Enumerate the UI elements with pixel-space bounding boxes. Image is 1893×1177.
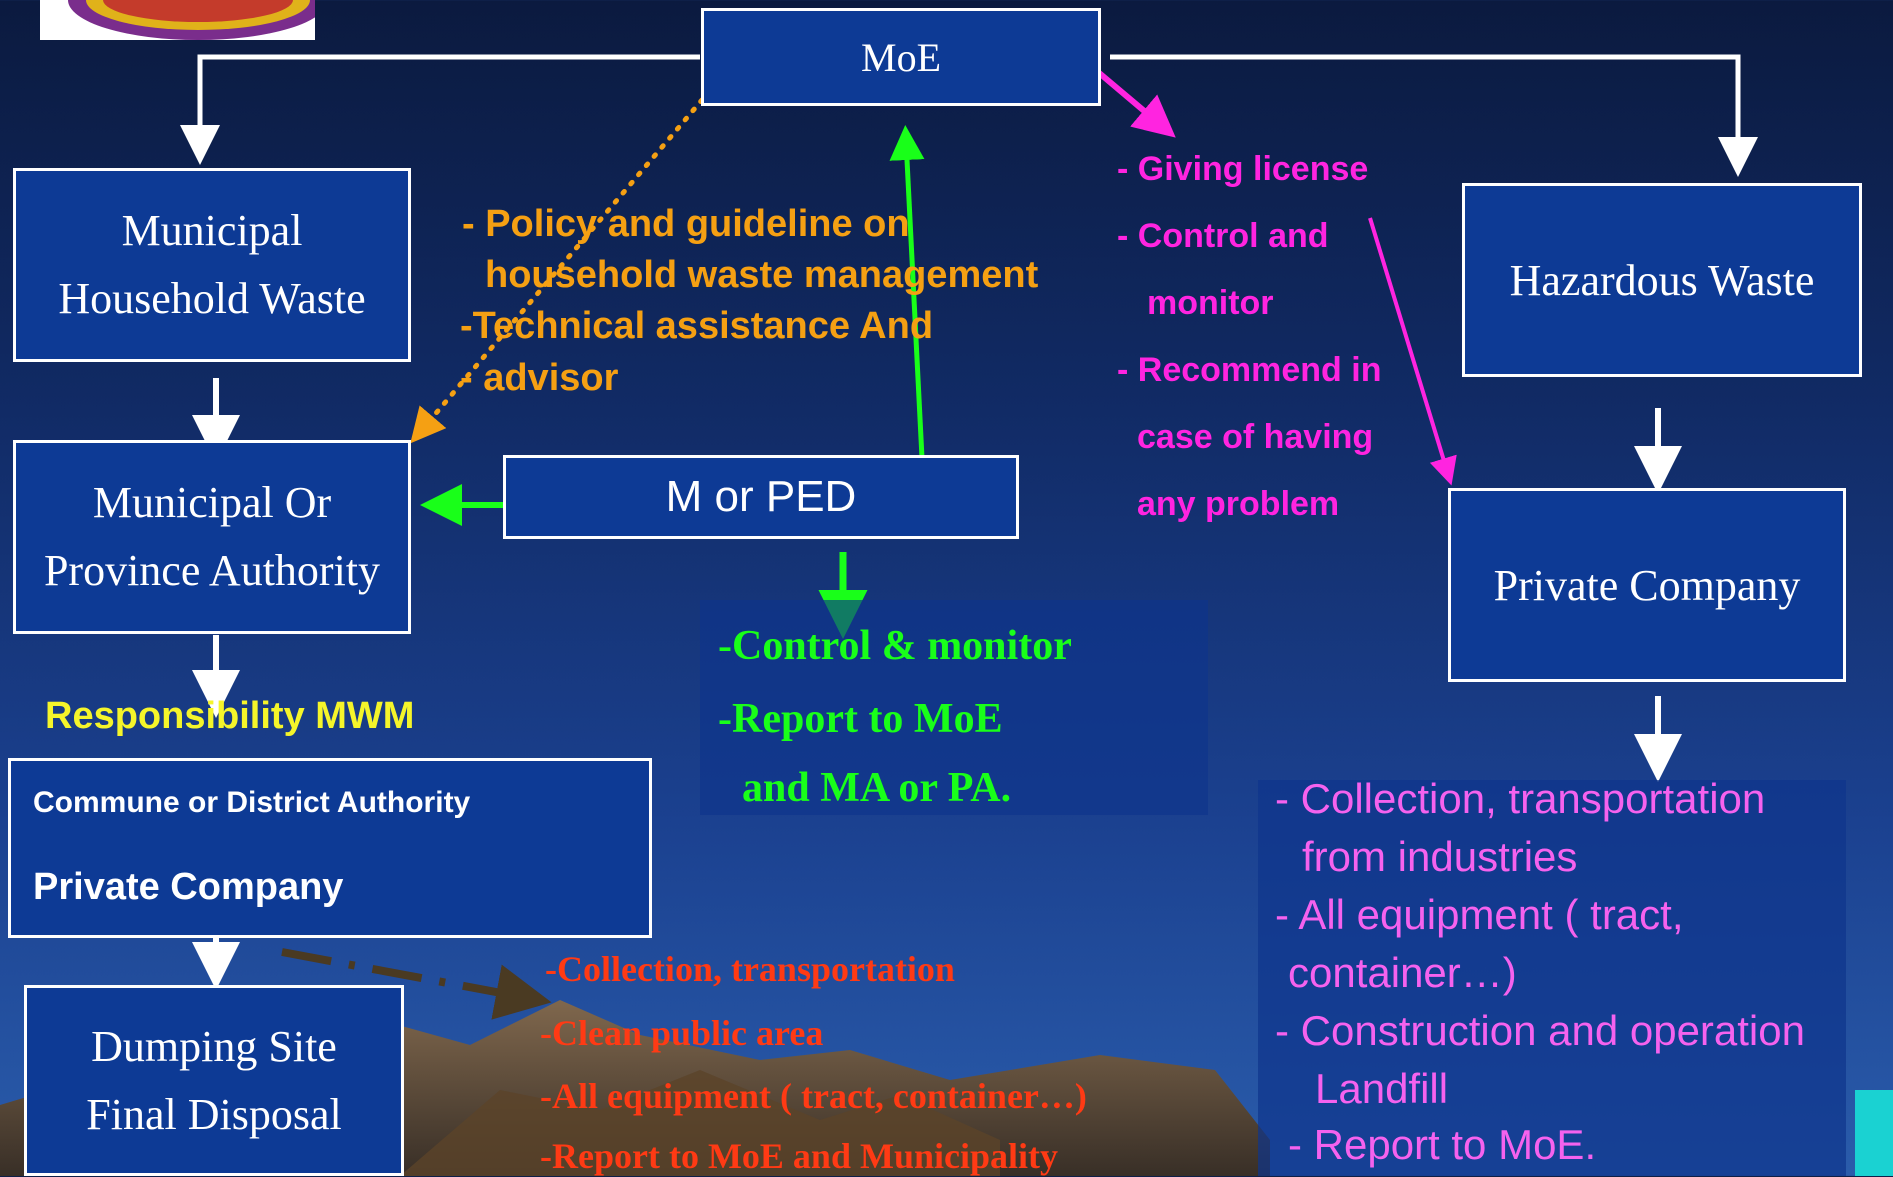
private-role-landfill: Landfill <box>1315 1065 1449 1112</box>
role-recommend: - Recommend in <box>1117 351 1382 389</box>
commune-box: Commune or District Authority Private Co… <box>8 758 652 938</box>
role-problem: any problem <box>1137 485 1340 523</box>
municipal-household-box: Municipal Household Waste <box>13 168 411 362</box>
private-company-label: Private Company <box>1493 560 1801 610</box>
commune-role-equipment: -All equipment ( tract, container…) <box>540 1076 1087 1116</box>
arrow-moe-to-roles <box>1096 69 1176 138</box>
moe-box: MoE <box>701 8 1101 106</box>
arrow-ped-to-moe <box>889 125 925 459</box>
role-monitor: monitor <box>1147 284 1274 322</box>
arrow-moe-to-authority-dotted <box>410 97 705 444</box>
role-control: - Control and <box>1117 217 1329 255</box>
policy-line1: - Policy and guideline on <box>462 203 910 245</box>
private-role-construction: - Construction and operation <box>1275 1007 1805 1054</box>
private-role-container: container…) <box>1288 949 1517 996</box>
commune-line1: Commune or District Authority <box>33 786 471 819</box>
ped-role-report: -Report to MoE <box>718 696 1003 742</box>
commune-role-report: -Report to MoE and Municipality <box>540 1136 1058 1176</box>
policy-line4: - advisor <box>460 357 619 399</box>
m-or-ped-box: M or PED <box>503 455 1019 539</box>
arrow-commune-to-roles <box>281 948 552 1020</box>
private-role-collection: - Collection, transportation <box>1275 775 1766 822</box>
m-or-ped-label: M or PED <box>665 472 857 521</box>
ped-roles-panel <box>700 600 1208 815</box>
hazardous-waste-box: Hazardous Waste <box>1462 183 1862 377</box>
municipal-authority-box: Municipal Or Province Authority <box>13 440 411 634</box>
dumping-line1: Dumping Site <box>91 1021 337 1071</box>
municipal-household-line2: Household Waste <box>58 274 366 323</box>
private-role-industries: from industries <box>1302 833 1578 880</box>
corner-accent <box>1855 1090 1893 1176</box>
hazardous-label: Hazardous Waste <box>1509 255 1815 305</box>
arrow-moe-to-hazardous <box>1110 54 1758 177</box>
private-roles-panel <box>1258 780 1846 1176</box>
dumping-site-box: Dumping Site Final Disposal <box>24 985 404 1176</box>
moe-label: MoE <box>861 34 941 80</box>
commune-role-collection: -Collection, transportation <box>545 949 955 989</box>
role-giving-license: - Giving license <box>1117 150 1369 188</box>
arrow-roles-to-private <box>1368 217 1457 486</box>
commune-role-clean: -Clean public area <box>540 1013 824 1053</box>
logo <box>40 0 315 40</box>
dumping-line2: Final Disposal <box>86 1089 342 1139</box>
policy-line2: household waste management <box>485 254 1039 296</box>
responsibility-label: Responsibility MWM <box>45 695 415 737</box>
municipal-household-line1: Municipal <box>121 206 303 255</box>
role-case: case of having <box>1137 418 1374 456</box>
private-role-equipment: - All equipment ( tract, <box>1275 891 1684 938</box>
ped-role-ma-pa: and MA or PA. <box>742 765 1012 811</box>
ped-role-control: -Control & monitor <box>718 623 1072 669</box>
private-role-report: - Report to MoE. <box>1288 1121 1597 1168</box>
arrow-moe-to-municipal <box>180 54 700 165</box>
private-company-box: Private Company <box>1448 488 1846 682</box>
commune-line2: Private Company <box>33 866 344 908</box>
authority-line1: Municipal Or <box>92 478 332 527</box>
policy-line3: -Technical assistance And <box>460 305 934 347</box>
authority-line2: Province Authority <box>43 546 381 595</box>
